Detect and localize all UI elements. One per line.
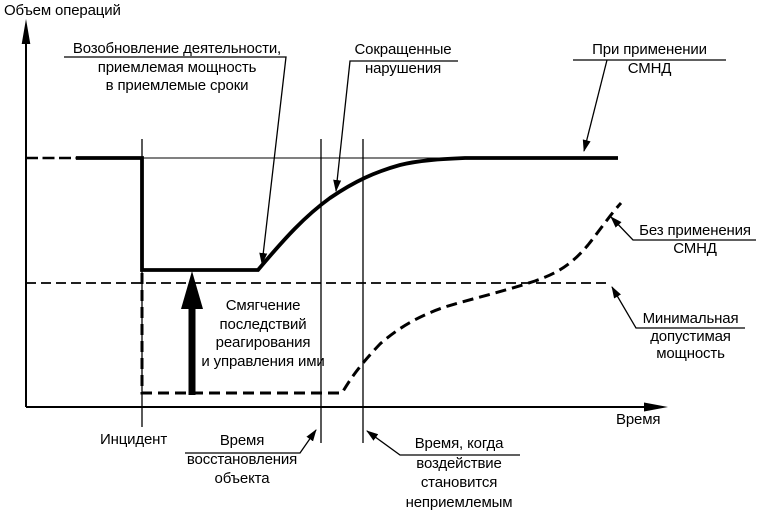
without-smnd-callout-leader [610,216,756,241]
resume-callout-leader [64,56,287,265]
y-axis-label: Объем операций [4,2,121,19]
reduced-disruptions-callout-leader [333,60,458,192]
label-with-smnd: При применении СМНД [592,41,707,77]
mitigation-arrow-head-icon [181,271,203,309]
label-min-capacity: Минимальная допустимая мощность [642,310,739,362]
label-mitigation: Смягчение последствий реагирования и упр… [201,297,325,370]
impact-time-callout-leader [366,430,520,456]
recovery-time-callout-leader [185,429,317,454]
label-reduced-disruptions: Сокращенные нарушения [354,41,452,77]
without-smnd-curve [140,201,623,395]
label-resume-activity: Возобновление деятельности, приемлемая м… [72,40,282,94]
x-axis-label: Время [616,411,661,428]
x-axis-arrowhead-icon [644,402,668,412]
label-without-smnd: Без применения СМНД [639,222,751,257]
label-incident: Инцидент [99,431,168,448]
y-axis-arrowhead-icon [21,19,31,44]
label-impact-time: Время, когда воздействие становится непр… [405,435,513,511]
label-recovery-time: Время восстановления объекта [186,432,298,487]
with-smnd-curve [76,156,618,272]
min-capacity-callout-leader [611,286,745,329]
with-smnd-callout-leader [582,59,608,152]
